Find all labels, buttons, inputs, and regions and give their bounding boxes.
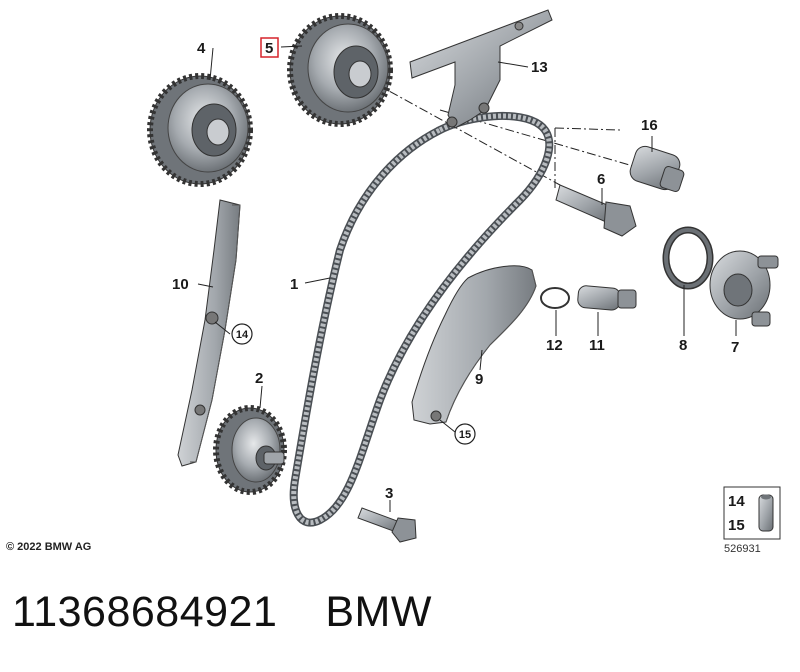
callout-10: 10 bbox=[172, 276, 189, 293]
solenoid-valve-16 bbox=[629, 145, 685, 193]
callout-15-circle bbox=[454, 423, 476, 445]
camshaft-adjuster-4 bbox=[147, 73, 253, 187]
copyright-notice: © 2022 BMW AG bbox=[6, 541, 92, 553]
callout-15: 15 bbox=[459, 429, 471, 441]
guide-rail-13 bbox=[409, 9, 553, 129]
part-number: 11368684921 bbox=[12, 588, 278, 636]
callout-14: 14 bbox=[236, 329, 249, 341]
callout-8: 8 bbox=[679, 337, 687, 354]
callout-12: 12 bbox=[546, 337, 563, 354]
legend-item-15: 15 bbox=[728, 517, 745, 534]
callout-2: 2 bbox=[255, 370, 263, 387]
crankshaft-sprocket-2 bbox=[213, 405, 287, 495]
guide-rail-9 bbox=[411, 265, 537, 425]
brand-name: BMW bbox=[325, 588, 432, 636]
seal-ring-12 bbox=[540, 287, 570, 309]
callout-11: 11 bbox=[589, 337, 605, 354]
callout-14-circle bbox=[231, 323, 253, 345]
callout-5: 5 bbox=[265, 40, 273, 57]
leader-lines bbox=[197, 45, 737, 512]
highlight-box-5 bbox=[260, 37, 279, 58]
image-number: 526931 bbox=[724, 543, 761, 555]
bolt-6 bbox=[555, 184, 637, 237]
legend-item-14: 14 bbox=[728, 493, 745, 510]
callout-4: 4 bbox=[197, 40, 206, 57]
dowel-pin-icon bbox=[758, 494, 774, 532]
timing-chain bbox=[289, 112, 554, 527]
actuator-7 bbox=[709, 250, 779, 327]
callout-13: 13 bbox=[531, 59, 548, 76]
bolt-3 bbox=[357, 507, 417, 543]
callout-3: 3 bbox=[385, 485, 393, 502]
callout-1: 1 bbox=[290, 276, 298, 293]
legend-box: 14 15 bbox=[723, 486, 781, 540]
callout-6: 6 bbox=[597, 171, 605, 188]
callout-16: 16 bbox=[641, 117, 658, 134]
callout-7: 7 bbox=[731, 339, 739, 356]
camshaft-adjuster-5 bbox=[287, 13, 393, 127]
callout-9: 9 bbox=[475, 371, 483, 388]
caption: 11368684921 BMW bbox=[12, 588, 432, 637]
chain-tensioner-11 bbox=[577, 285, 637, 311]
